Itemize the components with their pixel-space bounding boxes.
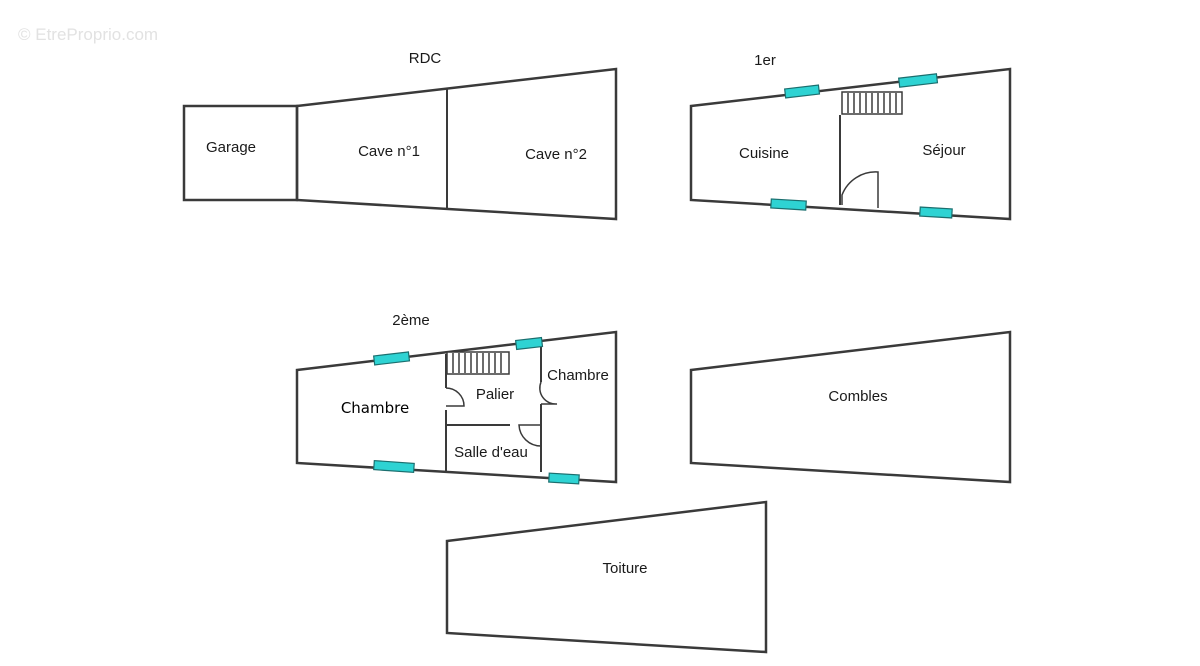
room-label-palier: Palier	[476, 386, 514, 403]
room-label-toiture: Toiture	[602, 560, 647, 577]
plan-2eme: 2ème Chambre Palier Chambre	[295, 312, 618, 485]
window-1er-bottom-left	[770, 198, 807, 211]
window-2eme-top-right	[514, 336, 544, 351]
caves-outline	[295, 67, 618, 221]
window-2eme-bottom-right	[548, 472, 580, 485]
floor-title-rdc: RDC	[409, 50, 442, 67]
window-1er-top-left	[783, 84, 821, 99]
room-label-chambre-right: Chambre	[547, 367, 609, 384]
door-1er	[841, 171, 879, 208]
window-1er-bottom-right	[919, 206, 953, 219]
toiture-outline	[445, 500, 768, 654]
room-label-sejour: Séjour	[922, 142, 965, 159]
floor-title-2eme: 2ème	[392, 312, 430, 329]
room-label-combles: Combles	[828, 388, 887, 405]
room-label-cuisine: Cuisine	[739, 145, 789, 162]
plan-combles: Combles	[689, 330, 1012, 484]
staircase-1er	[841, 91, 903, 115]
door-chambre-left	[445, 387, 465, 407]
window-2eme-bottom-left	[373, 459, 415, 474]
room-label-cave-2: Cave n°2	[525, 146, 587, 163]
watermark: © EtreProprio.com	[18, 25, 158, 44]
floor-title-1er: 1er	[754, 52, 776, 69]
combles-outline	[689, 330, 1012, 484]
staircase-2eme	[446, 351, 510, 375]
door-salle-deau	[518, 424, 542, 447]
room-label-chambre-left: Chambre	[341, 399, 409, 417]
window-2eme-top-left	[372, 351, 411, 366]
window-1er-top-right	[898, 73, 939, 88]
floor-2-outline	[295, 330, 618, 484]
plan-1er: 1er Cuisine Séjour	[689, 52, 1012, 221]
room-label-garage: Garage	[206, 139, 256, 156]
plan-toiture: Toiture	[445, 500, 768, 654]
room-label-cave-1: Cave n°1	[358, 143, 420, 160]
plan-rdc: RDC Garage Cave n°1 Cave n°2	[182, 50, 618, 221]
room-label-salle-deau: Salle d'eau	[454, 444, 528, 461]
door-chambre-right	[539, 381, 558, 405]
